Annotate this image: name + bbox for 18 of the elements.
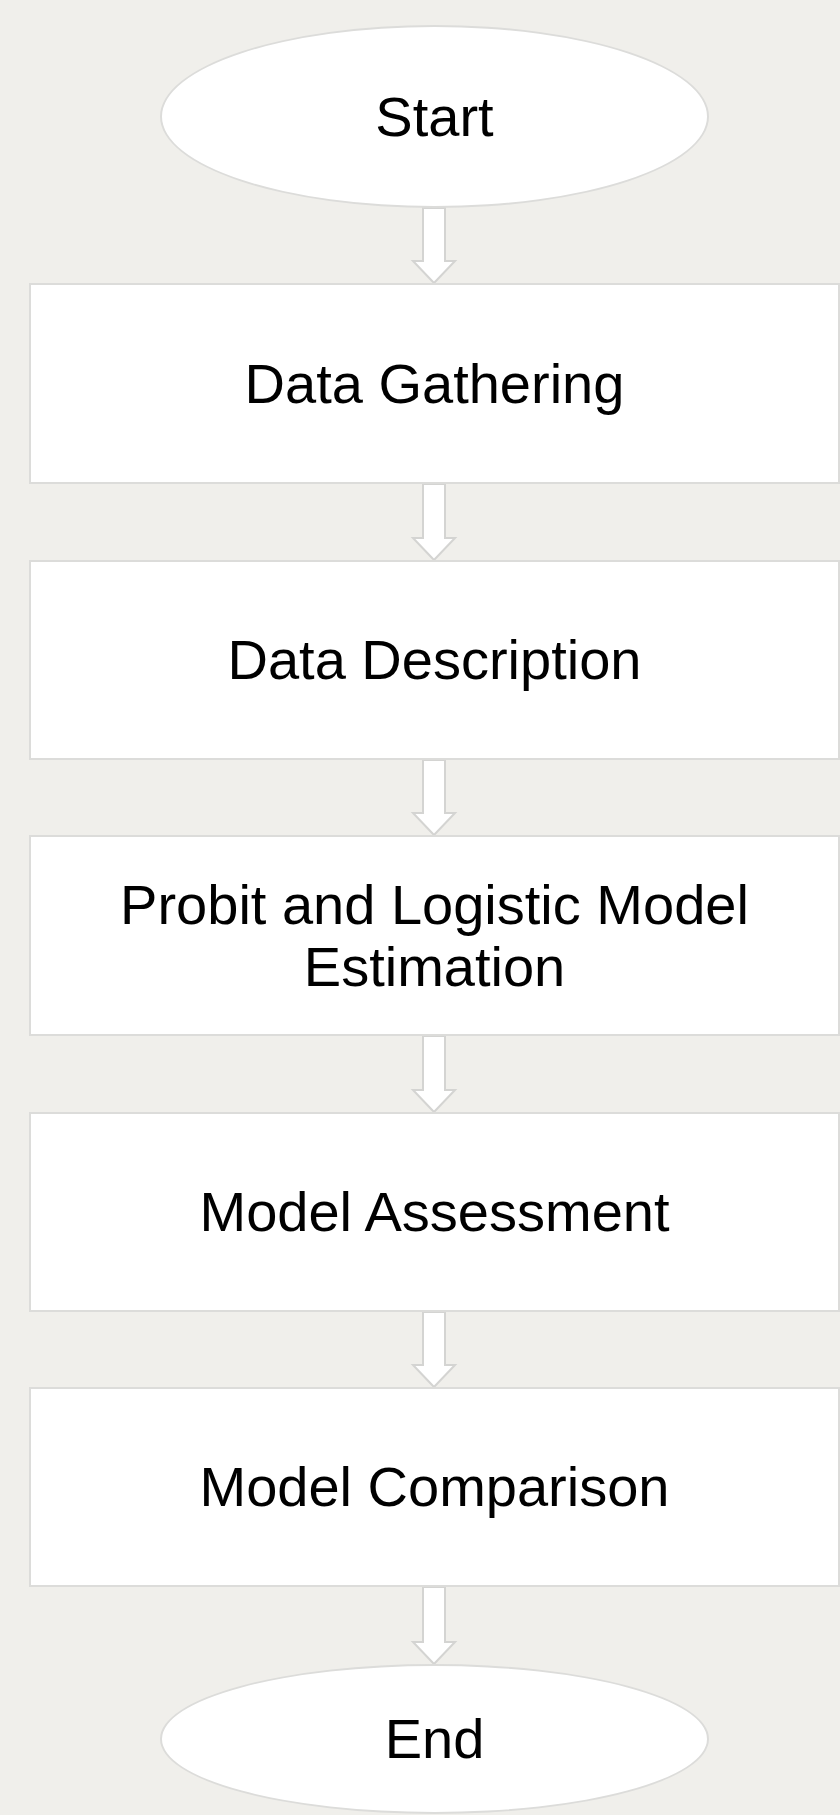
node-label: Model Comparison [199,1456,670,1518]
block-arrow [410,759,458,837]
process-box [29,1387,840,1587]
block-arrow [410,207,458,285]
node-label: End [384,1708,485,1770]
process-box [29,835,840,1036]
node-label: Data Gathering [244,352,625,415]
process-box [29,1112,840,1312]
node-label: Start [375,85,494,148]
node-label: Data Description [227,629,642,691]
process-box [29,283,840,484]
block-arrow [410,1586,458,1666]
node-label: Probit and Logistic Model Estimation [119,873,750,998]
process-box [29,560,840,760]
node-label: Model Assessment [199,1181,670,1243]
block-arrow [410,1035,458,1114]
block-arrow [410,1311,458,1389]
block-arrow [410,483,458,562]
